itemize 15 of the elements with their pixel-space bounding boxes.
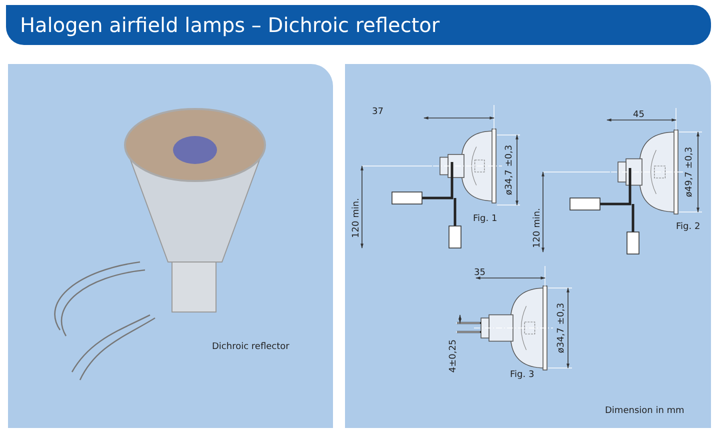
dimension-label: 37 bbox=[372, 107, 384, 118]
figure-label: Fig. 1 bbox=[473, 214, 498, 225]
dimension-label: 120 min. bbox=[352, 198, 362, 238]
dimension-label: ø49,7 ±0,3 bbox=[684, 146, 696, 198]
note: Dimension in mm bbox=[605, 406, 684, 417]
dimension-label: 35 bbox=[474, 268, 486, 279]
dimension-label: 45 bbox=[633, 110, 644, 121]
caption: Dichroic reflector bbox=[212, 342, 290, 353]
dimension-label: ø34,7 ±0,3 bbox=[556, 302, 568, 354]
dimension-label: 4±0,25 bbox=[448, 339, 460, 373]
dimension-label: ø34,7 ±0,3 bbox=[504, 144, 516, 196]
figure-label: Fig. 2 bbox=[676, 222, 700, 233]
figure-label: Fig. 3 bbox=[510, 370, 534, 381]
dimension-label: 120 min. bbox=[532, 208, 544, 248]
title: Halogen airfield lamps – Dichroic reflector bbox=[20, 13, 440, 37]
